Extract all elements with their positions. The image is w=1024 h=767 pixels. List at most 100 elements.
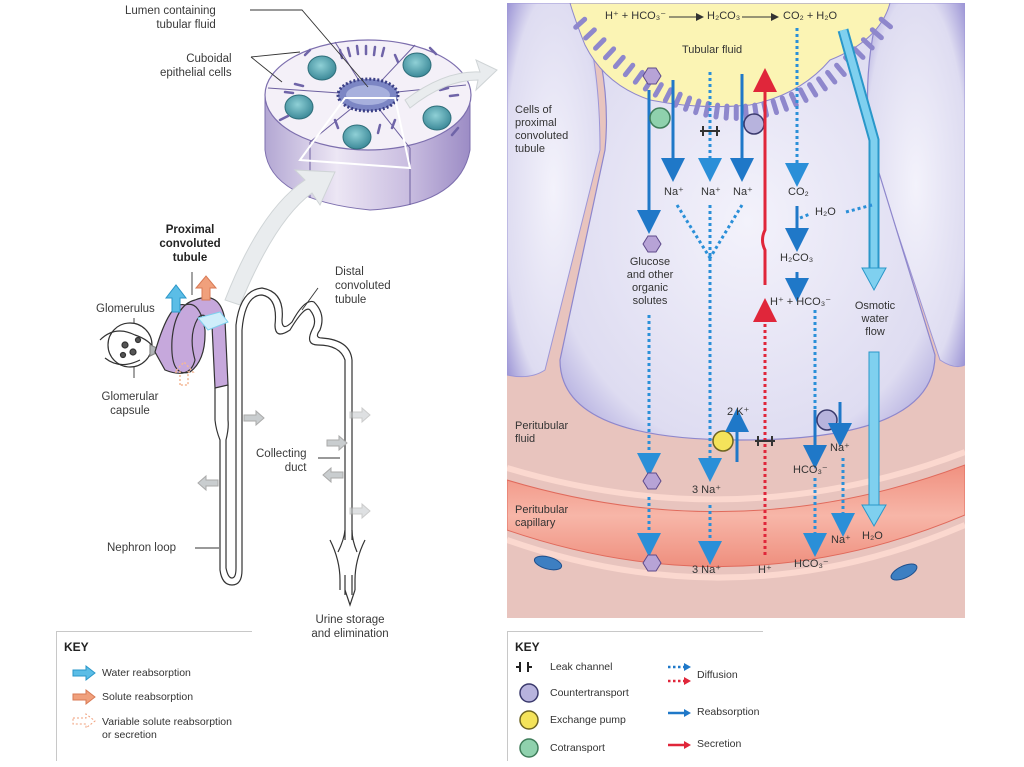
- eq-co2-h2o: CO₂ + H₂O: [783, 10, 838, 22]
- microvillus: [860, 37, 875, 51]
- label-peritubular-fluid: Peritubular fluid: [515, 420, 569, 445]
- key-water-reabsorption: Water reabsorption: [102, 667, 191, 679]
- key-diffusion: Diffusion: [697, 669, 738, 681]
- microvillus: [652, 82, 664, 98]
- label-cuboidal-cells: Cuboidal epithelial cells: [160, 53, 232, 79]
- label-2k: 2 K⁺: [727, 406, 750, 418]
- countertransport-icon: [519, 683, 539, 703]
- key-countertransport: Countertransport: [550, 687, 629, 699]
- key-reabsorption: Reabsorption: [697, 706, 760, 718]
- exchange-pump-icon: [712, 430, 734, 452]
- glucose-hexagon-lumen: [642, 67, 662, 85]
- microvillus: [593, 37, 607, 51]
- key-cotransport: Cotransport: [550, 742, 605, 754]
- label-pct: Proximal convoluted tubule: [159, 224, 221, 264]
- label-urine: Urine storage and elimination: [311, 614, 389, 640]
- microvillus: [662, 87, 674, 104]
- label-h-hco3: H⁺ + HCO₃⁻: [770, 296, 832, 308]
- label-na-2: Na⁺: [701, 186, 721, 198]
- zoom-arrow-lower: [224, 169, 336, 306]
- osmotic-flow-arrow-upper: [861, 267, 887, 292]
- label-hco3-bottom: HCO₃⁻: [794, 558, 829, 570]
- glucose-hexagon-cell: [642, 235, 662, 253]
- microvillus: [779, 95, 789, 112]
- microvillus: [788, 91, 799, 108]
- label-osmotic-flow: Osmotic water flow: [854, 300, 896, 338]
- label-dct: Distal convoluted tubule: [335, 266, 391, 306]
- microvillus: [816, 76, 828, 92]
- label-glucose: Glucose and other organic solutes: [626, 256, 674, 307]
- key-exchange-pump: Exchange pump: [550, 714, 626, 726]
- microvillus: [713, 102, 721, 120]
- label-na-right: Na⁺: [830, 442, 850, 454]
- glomerulus: [99, 322, 164, 368]
- glucose-hexagon-fluid: [642, 472, 662, 490]
- microvillus: [683, 95, 693, 112]
- key-secretion: Secretion: [697, 738, 742, 750]
- microvillus: [622, 62, 636, 78]
- label-3na-bottom: 3 Na⁺: [692, 564, 722, 576]
- orange-arrow-icon: [72, 688, 96, 706]
- microvillus: [612, 54, 626, 70]
- label-lumen: Lumen containing tubular fluid: [125, 5, 216, 31]
- microvillus: [573, 16, 588, 30]
- microvillus: [672, 91, 683, 108]
- exchange-pump-icon-key: [519, 710, 539, 730]
- microvillus: [583, 27, 597, 41]
- microvillus: [703, 100, 711, 118]
- microvillus: [834, 62, 847, 77]
- microvillus: [770, 98, 780, 116]
- label-tubular-fluid: Tubular fluid: [682, 44, 743, 56]
- microvillus: [797, 87, 809, 103]
- blue-arrow-icon: [72, 664, 96, 682]
- osmotic-flow-arrow-lower: [861, 504, 887, 528]
- label-na-capillary: Na⁺: [831, 534, 851, 546]
- label-h-bottom: H⁺: [758, 564, 772, 576]
- proximal-tubule: [154, 296, 229, 389]
- label-na-3: Na⁺: [733, 186, 753, 198]
- microvilli: [573, 16, 893, 121]
- microvillus: [851, 46, 866, 60]
- microvillus: [807, 82, 819, 98]
- solute-reabsorption-arrow: [194, 275, 218, 301]
- left-key-title: KEY: [64, 640, 89, 654]
- microvillus: [869, 27, 884, 41]
- secretion-arrow-icon: [668, 741, 691, 749]
- microvillus: [743, 103, 749, 121]
- label-na-1: Na⁺: [664, 186, 684, 198]
- peritubular-capillary: [507, 464, 965, 568]
- water-reabsorption-arrow: [164, 284, 188, 313]
- reabsorption-arrow-icon: [668, 709, 691, 717]
- variable-solute-arrow: [173, 360, 195, 386]
- label-3na-mid: 3 Na⁺: [692, 484, 722, 496]
- microvillus: [825, 69, 838, 85]
- label-collecting-duct: Collecting duct: [256, 448, 307, 474]
- glucose-hexagon-blood: [642, 554, 662, 572]
- label-peritubular-capillary: Peritubular capillary: [515, 504, 569, 529]
- microvillus: [693, 98, 702, 116]
- key-leak-channel: Leak channel: [550, 661, 613, 673]
- key-solute-reabsorption: Solute reabsorption: [102, 691, 194, 703]
- label-glomerulus: Glomerulus: [96, 303, 155, 315]
- nephron-illustration: [99, 9, 498, 607]
- exchange-arrows: [197, 406, 371, 520]
- leak-channel-icon-apical: [700, 126, 720, 136]
- label-glomerular-capsule: Glomerular capsule: [101, 391, 159, 417]
- eq-h2co3: H₂CO₃: [707, 10, 741, 22]
- label-h2co3: H₂CO₃: [780, 252, 814, 264]
- leak-channel-icon: [516, 662, 532, 672]
- cotransport-icon-key: [519, 738, 539, 758]
- diffusion-arrows-icon: [668, 663, 691, 685]
- label-co2: CO₂: [788, 186, 809, 198]
- right-key-title: KEY: [515, 640, 540, 654]
- label-hco3-mid: HCO₃⁻: [793, 464, 828, 476]
- dashed-orange-arrow-icon: [72, 712, 96, 730]
- microvillus: [632, 69, 645, 85]
- label-nephron-loop: Nephron loop: [107, 542, 177, 554]
- microvillus: [602, 46, 617, 61]
- nephron-outline: [214, 287, 366, 607]
- eq-h-hco3: H⁺ + HCO₃⁻: [605, 10, 667, 22]
- label-cells-of-pct: Cells of proximal convoluted tubule: [515, 104, 569, 155]
- microvillus: [878, 16, 893, 30]
